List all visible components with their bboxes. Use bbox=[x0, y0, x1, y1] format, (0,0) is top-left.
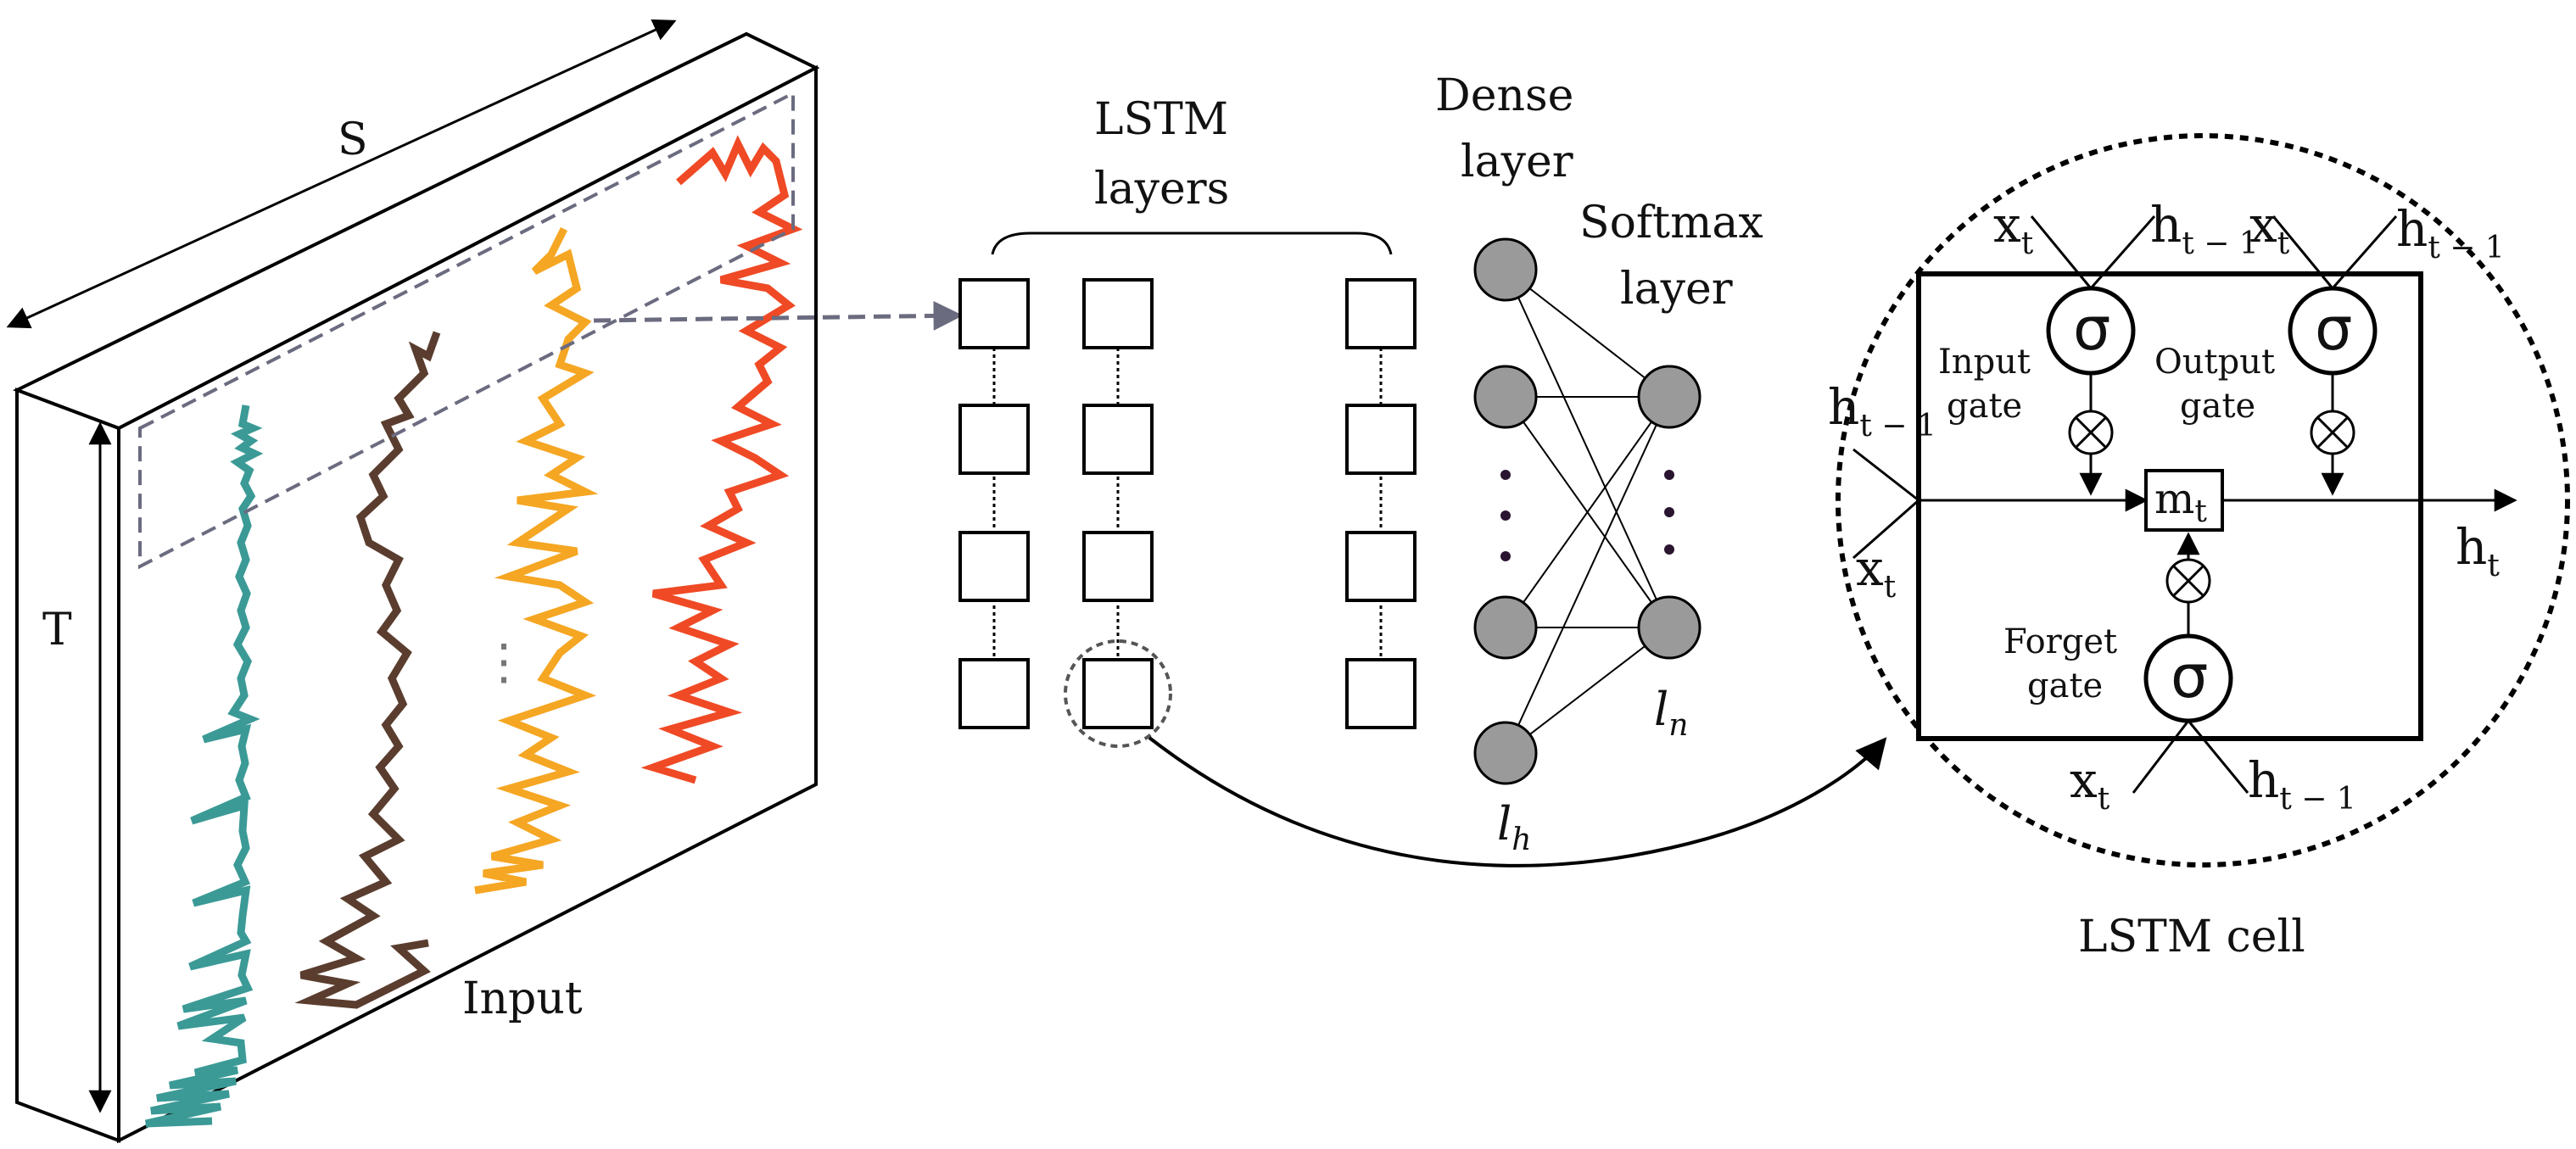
lstm-layers: LSTM layers bbox=[958, 94, 1417, 748]
lstm-unit bbox=[1082, 404, 1154, 475]
input-gate-sigma: σ bbox=[2073, 294, 2110, 364]
memory-cell-box bbox=[2144, 469, 2224, 532]
output-gate-x-line bbox=[2271, 215, 2334, 289]
lstm-unit bbox=[1345, 404, 1417, 475]
lstm-layers-title-line1: LSTM bbox=[1094, 94, 1228, 145]
softmax-ellipsis-dot bbox=[1664, 507, 1674, 517]
input-gate-label-line1: Input bbox=[1938, 343, 2031, 382]
dense-node bbox=[1473, 365, 1538, 429]
dense-ellipsis-dot bbox=[1500, 551, 1511, 561]
input-gate-x-label: xt bbox=[1993, 196, 2034, 261]
dense-layer-title-line2: layer bbox=[1461, 137, 1573, 187]
memory-cell-label: mt bbox=[2154, 474, 2207, 529]
output-gate-h-line bbox=[2331, 215, 2398, 289]
output-gate-h-label: ht − 1 bbox=[2396, 200, 2505, 265]
input-gate-label-line2: gate bbox=[1947, 387, 2022, 426]
forget-gate-sigma: σ bbox=[2171, 642, 2208, 711]
width-arrow bbox=[6, 19, 677, 329]
dense-ellipsis-dot bbox=[1500, 470, 1511, 480]
output-gate-label-line1: Output bbox=[2154, 343, 2275, 382]
lstm-layers-brace bbox=[991, 231, 1393, 255]
forget-gate-x-label: xt bbox=[2070, 751, 2110, 817]
dense-node bbox=[1473, 595, 1538, 660]
lstm-unit bbox=[1082, 531, 1154, 602]
left-h-label: ht − 1 bbox=[1828, 378, 1936, 443]
lstm-unit-selected bbox=[1082, 658, 1154, 729]
output-gate-x-label: xt bbox=[2249, 196, 2290, 261]
lstm-unit bbox=[958, 531, 1030, 602]
lstm-unit bbox=[958, 278, 1030, 349]
softmax-layer-title-line1: Softmax bbox=[1579, 198, 1763, 248]
dense-size-label: lh bbox=[1497, 797, 1531, 857]
softmax-node bbox=[1637, 595, 1702, 660]
lstm-unit-highlight bbox=[1064, 639, 1172, 748]
input-ellipsis: ⋮ bbox=[479, 633, 528, 690]
forget-gate-h-label: ht − 1 bbox=[2248, 751, 2356, 817]
dense-softmax-connections bbox=[1505, 269, 1670, 754]
lstm-unit bbox=[1345, 658, 1417, 729]
input-gate-x-line bbox=[2030, 215, 2093, 289]
left-x-input-line bbox=[1852, 499, 1919, 560]
input-caption: Input bbox=[462, 973, 583, 1024]
time-step-selection bbox=[138, 90, 795, 570]
dense-node bbox=[1473, 721, 1538, 785]
dense-layer-title-line1: Dense bbox=[1435, 70, 1573, 121]
lstm-cell-boundary bbox=[1836, 133, 2570, 867]
left-h-input-line bbox=[1852, 448, 1919, 502]
forget-gate-label-line2: gate bbox=[2027, 667, 2103, 706]
left-x-label: xt bbox=[1856, 539, 1897, 605]
dense-softmax-layers: Dense layer Softmax layer ln lh bbox=[1435, 70, 1763, 857]
softmax-size-label: ln bbox=[1654, 683, 1688, 743]
input-block-side-face bbox=[15, 388, 120, 1143]
input-gate-h-label: ht − 1 bbox=[2150, 196, 2259, 261]
lstm-unit bbox=[1345, 531, 1417, 602]
lstm-unit bbox=[1345, 278, 1417, 349]
forget-gate-h-line bbox=[2187, 720, 2249, 794]
dense-node bbox=[1473, 237, 1538, 302]
input-gate-h-line bbox=[2089, 215, 2156, 289]
lstm-unit bbox=[1082, 278, 1154, 349]
dense-ellipsis-dot bbox=[1500, 510, 1511, 521]
output-gate-label-line2: gate bbox=[2180, 387, 2255, 426]
lstm-unit bbox=[958, 404, 1030, 475]
width-label: S bbox=[338, 114, 368, 165]
forget-gate-x-line bbox=[2132, 720, 2190, 794]
softmax-layer-title-line2: layer bbox=[1620, 264, 1733, 315]
output-h-label: ht bbox=[2456, 518, 2500, 583]
forget-gate-label-line1: Forget bbox=[2003, 622, 2117, 661]
lstm-cell-caption: LSTM cell bbox=[2078, 912, 2305, 962]
height-label: T bbox=[42, 605, 72, 655]
softmax-ellipsis-dot bbox=[1664, 470, 1674, 480]
softmax-ellipsis-dot bbox=[1664, 544, 1674, 555]
time-series-brown bbox=[294, 331, 441, 1009]
time-series-teal bbox=[145, 404, 264, 1128]
softmax-node bbox=[1637, 365, 1702, 429]
lstm-layers-title-line2: layers bbox=[1094, 164, 1229, 215]
output-gate-sigma: σ bbox=[2315, 294, 2352, 364]
unit-to-cell-curve bbox=[1148, 736, 1887, 867]
input-to-lstm-arrow bbox=[593, 300, 964, 331]
time-series-red bbox=[640, 135, 803, 784]
lstm-cell: mt σ σ σ Input gate Output gate Forget g… bbox=[1828, 133, 2570, 962]
lstm-unit bbox=[958, 658, 1030, 729]
time-series-orange bbox=[474, 226, 599, 895]
input-block: S T ⋮ Input bbox=[6, 19, 820, 1144]
